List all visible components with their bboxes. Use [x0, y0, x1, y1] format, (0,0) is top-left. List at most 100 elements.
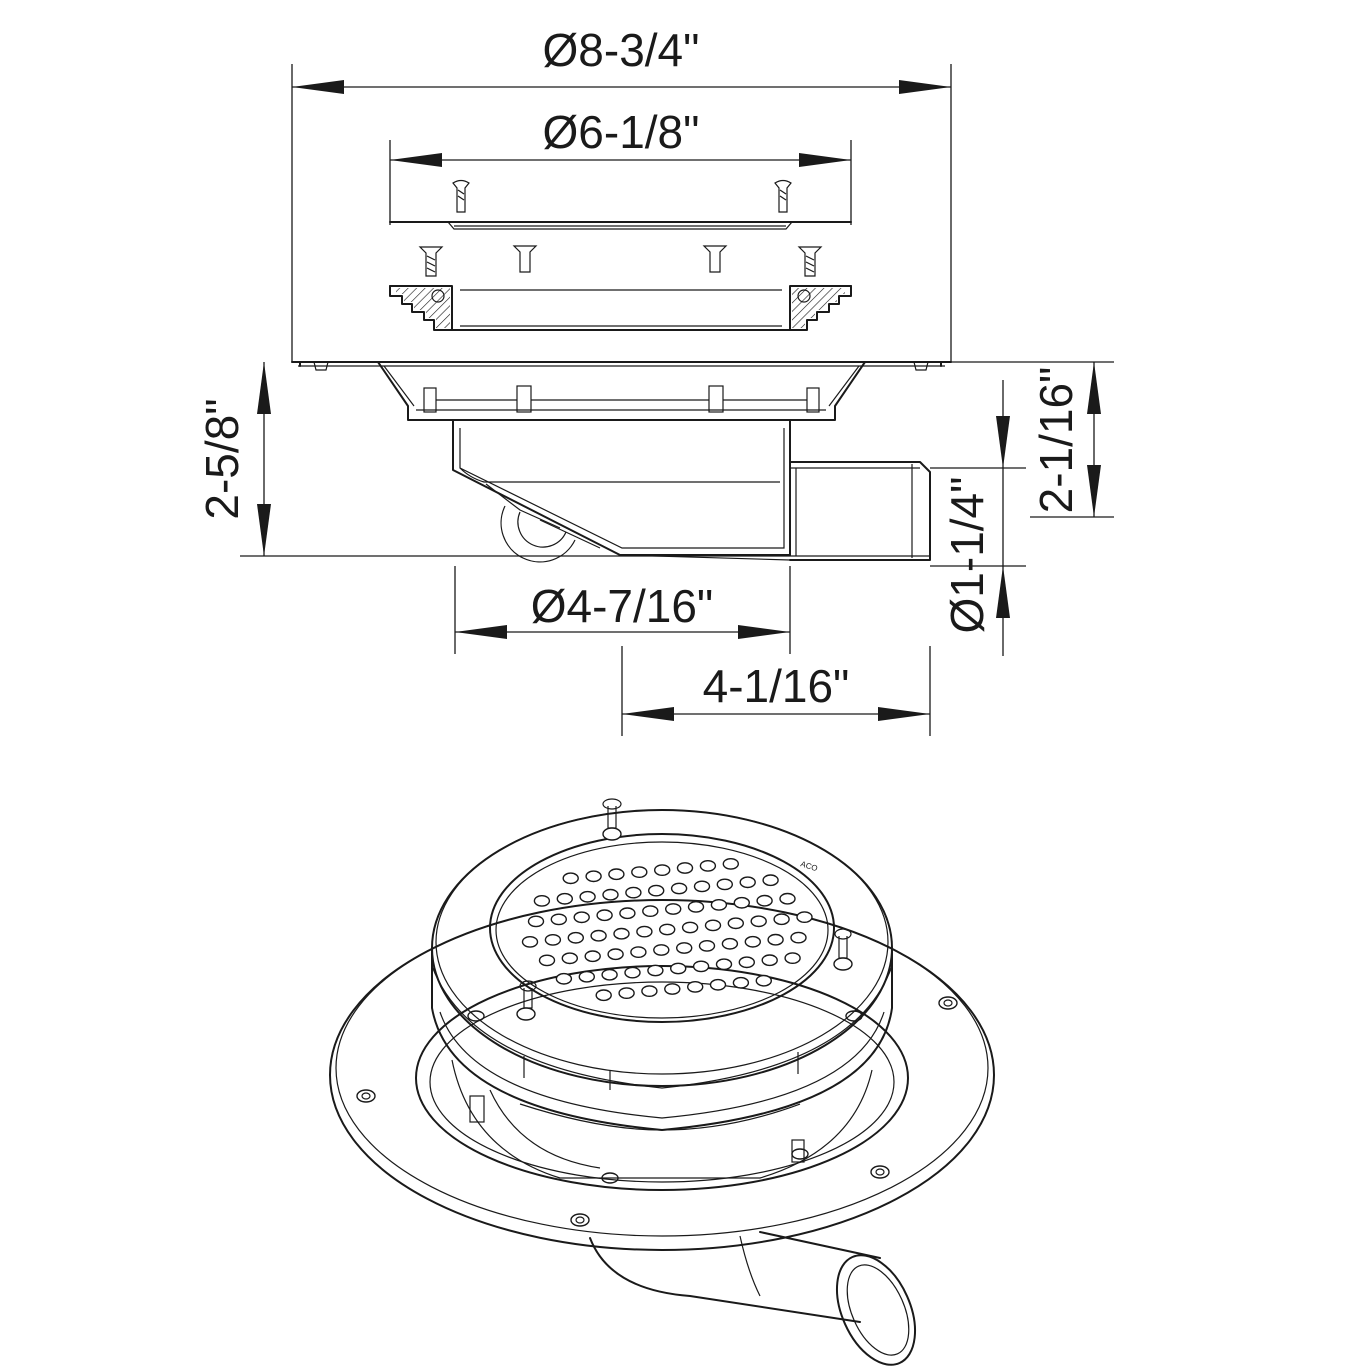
grate-hole: [670, 962, 687, 975]
grate-hole: [527, 915, 545, 928]
outlet-height-label: 2-1/16": [1030, 367, 1082, 514]
grate-hole: [687, 901, 705, 913]
grate-hole: [573, 911, 590, 924]
outlet-length-dimension: 4-1/16": [621, 646, 931, 736]
outlet-diameter-dimension: Ø1-1/4": [930, 380, 1026, 656]
grate-hole: [732, 976, 750, 989]
grate-screw-left: [452, 179, 470, 213]
body-diameter-dimension: Ø4-7/16": [454, 566, 791, 654]
iso-grate-frame: ACO: [431, 809, 893, 1089]
grate-hole: [779, 892, 796, 905]
grate-hole: [562, 872, 579, 885]
grate-hole: [739, 876, 756, 889]
grate-hole: [584, 950, 601, 963]
drain-flange: [291, 361, 952, 371]
grate-hole: [767, 933, 784, 946]
grate-hole: [721, 937, 739, 950]
grate-hole: [561, 952, 578, 965]
grate-hole: [693, 880, 711, 893]
grate-hole: [624, 966, 641, 979]
grate-hole: [579, 890, 596, 903]
frame-screw-1: [418, 246, 444, 277]
iso-flange-holes: [356, 996, 958, 1227]
grate-hole: [533, 895, 551, 907]
grate-hole: [756, 894, 773, 907]
grate-hole: [550, 913, 567, 926]
grate-hole: [722, 858, 739, 870]
frame-screw-2: [512, 245, 538, 273]
grate-hole: [647, 964, 664, 977]
grate-hole: [521, 936, 539, 948]
grate-hole: [613, 927, 630, 940]
iso-grate-screws: [516, 798, 853, 1021]
grate-hole: [630, 946, 647, 958]
grate-hole: [607, 948, 624, 961]
iso-clamping-ring: [431, 965, 893, 1131]
height-dimension: 2-5/8": [196, 362, 930, 557]
grate-hole: [555, 972, 573, 985]
overall-diameter-label: Ø8-3/4": [543, 24, 700, 76]
body-diameter-label: Ø4-7/16": [531, 580, 714, 632]
frame-screw-4: [797, 246, 823, 277]
grate-hole: [625, 886, 642, 899]
frame-screws: [418, 245, 823, 277]
grate-hole: [698, 940, 716, 952]
clamping-ring: [389, 285, 852, 331]
grate-hole: [538, 954, 556, 967]
iso-drain-body: [415, 965, 909, 1191]
grate-hole: [762, 874, 779, 887]
grate-screw-right: [774, 179, 792, 213]
grate-hole: [681, 921, 699, 934]
grate-hole: [585, 870, 602, 883]
grate-hole: [687, 981, 704, 993]
grate-hole: [608, 868, 625, 881]
iso-outlet-pipe: [589, 1231, 917, 1366]
section-view: Ø8-3/4" Ø6-1/8": [196, 24, 1114, 736]
iso-screw-top: [602, 798, 622, 841]
grate-hole: [744, 935, 761, 948]
grate-hole: [676, 862, 694, 874]
outlet-length-label: 4-1/16": [703, 660, 850, 712]
drain-body-upper: [377, 361, 866, 421]
grate-hole: [733, 896, 750, 909]
iso-flange: [329, 899, 995, 1251]
outlet-diameter-label: Ø1-1/4": [941, 477, 993, 634]
grate-hole: [664, 983, 681, 995]
grate-hole: [738, 956, 755, 969]
grate-hole: [790, 931, 807, 944]
grate-hole: [716, 878, 733, 891]
grate-hole: [556, 892, 573, 905]
grate-diameter-dimension: Ø6-1/8": [389, 106, 852, 225]
grate-hole: [631, 866, 648, 878]
grate-hole: [595, 989, 612, 1002]
grate-hole: [642, 905, 659, 917]
outlet-height-dimension: 2-1/16": [951, 361, 1114, 518]
grate-hole: [710, 899, 728, 911]
grate-hole: [761, 954, 778, 967]
grate-hole: [755, 974, 772, 987]
grate-hole: [727, 917, 744, 930]
grate-hole: [636, 925, 653, 938]
grate-hole: [709, 978, 727, 991]
grate-hole: [699, 860, 717, 872]
iso-screw-right: [833, 928, 853, 971]
grate-hole: [618, 987, 635, 999]
grate-hole: [544, 934, 562, 946]
iso-screw-left: [516, 980, 537, 1021]
grate-hole: [619, 907, 636, 920]
grate-hole: [715, 958, 733, 971]
grate-hole: [641, 985, 658, 997]
grate-hole: [773, 913, 790, 926]
grate-hole: [704, 919, 722, 932]
grate-hole: [676, 942, 693, 954]
drain-body-lower: [452, 419, 791, 563]
grate-hole: [665, 903, 682, 915]
grate-hole: [670, 882, 688, 895]
isometric-view: ACO: [329, 798, 995, 1366]
grate-hole: [596, 909, 613, 922]
grate-hole: [602, 888, 619, 901]
grate-hole: [601, 968, 618, 981]
grate-diameter-label: Ø6-1/8": [543, 106, 700, 158]
grate-hole: [659, 923, 676, 936]
